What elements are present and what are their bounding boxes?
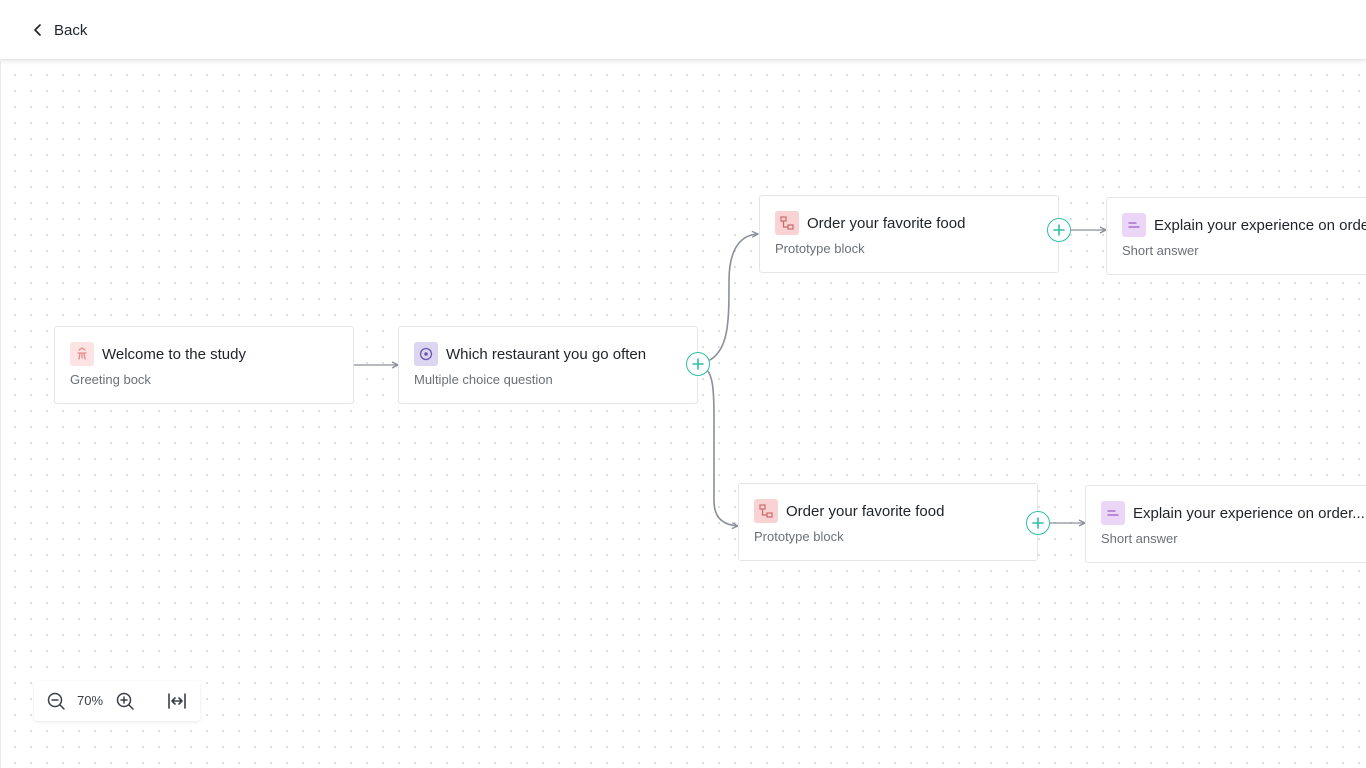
zoom-out-button[interactable] (44, 689, 68, 713)
block-restaurant[interactable]: Which restaurant you go often Multiple c… (398, 326, 698, 404)
block-type: Short answer (1101, 531, 1178, 546)
edge-restaurant-order-top (707, 234, 758, 362)
zoom-level: 70% (76, 693, 104, 708)
zoom-controls: 70% (34, 681, 200, 721)
edge-restaurant-order-bottom (707, 370, 738, 526)
block-order-bottom[interactable]: Order your favorite food Prototype block (738, 483, 1038, 561)
zoom-in-icon (116, 692, 134, 710)
block-order-top[interactable]: Order your favorite food Prototype block (759, 195, 1059, 273)
fit-width-icon (168, 693, 186, 709)
add-block-button-restaurant[interactable] (686, 352, 710, 376)
back-button[interactable]: Back (30, 18, 87, 42)
block-title: Welcome to the study (102, 345, 246, 363)
plus-icon (1053, 224, 1065, 236)
add-block-button-order-bottom[interactable] (1026, 511, 1050, 535)
block-title: Explain your experience on order... (1133, 504, 1365, 522)
fit-width-button[interactable] (165, 689, 189, 713)
top-bar: Back (0, 0, 1366, 60)
plus-icon (692, 358, 704, 370)
block-explain-bottom[interactable]: Explain your experience on order... Shor… (1085, 485, 1366, 563)
block-welcome[interactable]: Welcome to the study Greeting bock (54, 326, 354, 404)
block-title: Order your favorite food (786, 502, 945, 520)
block-explain-top[interactable]: Explain your experience on ordering the … (1106, 197, 1366, 275)
short-answer-icon (1122, 213, 1146, 237)
short-answer-icon (1101, 501, 1125, 525)
block-type: Greeting bock (70, 372, 151, 387)
greeting-icon (70, 342, 94, 366)
prototype-icon (775, 211, 799, 235)
flow-connections (354, 61, 1366, 768)
block-type: Multiple choice question (414, 372, 553, 387)
chevron-left-icon (34, 24, 41, 36)
flow-canvas[interactable]: Welcome to the study Greeting bock Which… (0, 61, 1366, 768)
block-type: Prototype block (775, 241, 865, 256)
block-title: Which restaurant you go often (446, 345, 647, 363)
zoom-in-button[interactable] (113, 689, 137, 713)
block-type: Prototype block (754, 529, 844, 544)
plus-icon (1032, 517, 1044, 529)
block-type: Short answer (1122, 243, 1199, 258)
prototype-icon (754, 499, 778, 523)
block-title: Order your favorite food (807, 214, 966, 232)
add-block-button-order-top[interactable] (1047, 218, 1071, 242)
back-label: Back (54, 21, 88, 39)
multiple-choice-icon (414, 342, 438, 366)
zoom-out-icon (47, 692, 65, 710)
block-title: Explain your experience on ordering the … (1154, 216, 1366, 234)
